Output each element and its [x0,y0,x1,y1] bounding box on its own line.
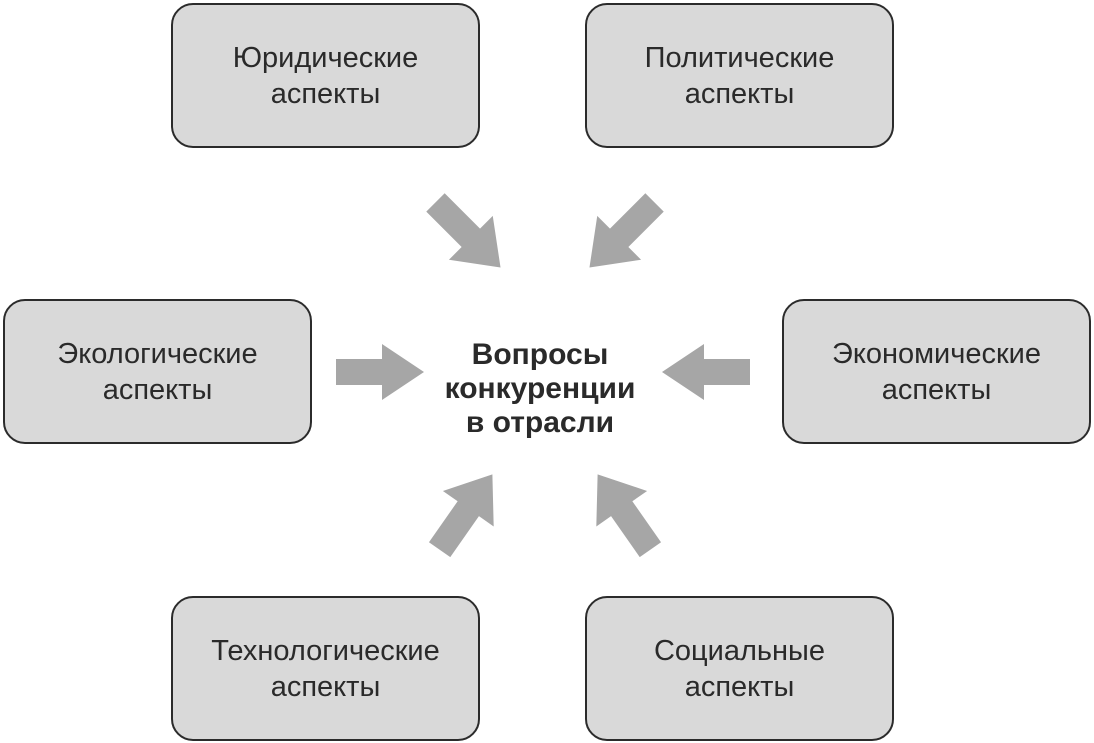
political-aspects-box: Политические аспекты [585,3,894,148]
center-topic-label: Вопросы конкуренции в отрасли [444,338,636,439]
political-aspects-label: Политические аспекты [644,41,835,110]
legal-aspects-box: Юридические аспекты [171,3,480,148]
economic-aspects-box: Экономические аспекты [782,299,1091,444]
arrow-from-economic [662,344,750,400]
ecological-aspects-box: Экологические аспекты [3,299,312,444]
economic-aspects-label: Экономические аспекты [831,337,1042,406]
technological-aspects-label: Технологические аспекты [211,634,440,703]
arrow-from-political [589,193,664,268]
social-aspects-box: Социальные аспекты [585,596,894,741]
social-aspects-label: Социальные аспекты [653,634,826,703]
arrow-from-legal [426,193,501,268]
legal-aspects-label: Юридические аспекты [232,41,419,110]
arrow-from-technological [428,474,494,558]
arrow-from-ecological [336,344,424,400]
technological-aspects-box: Технологические аспекты [171,596,480,741]
ecological-aspects-label: Экологические аспекты [57,337,258,406]
arrow-from-social [596,474,662,558]
